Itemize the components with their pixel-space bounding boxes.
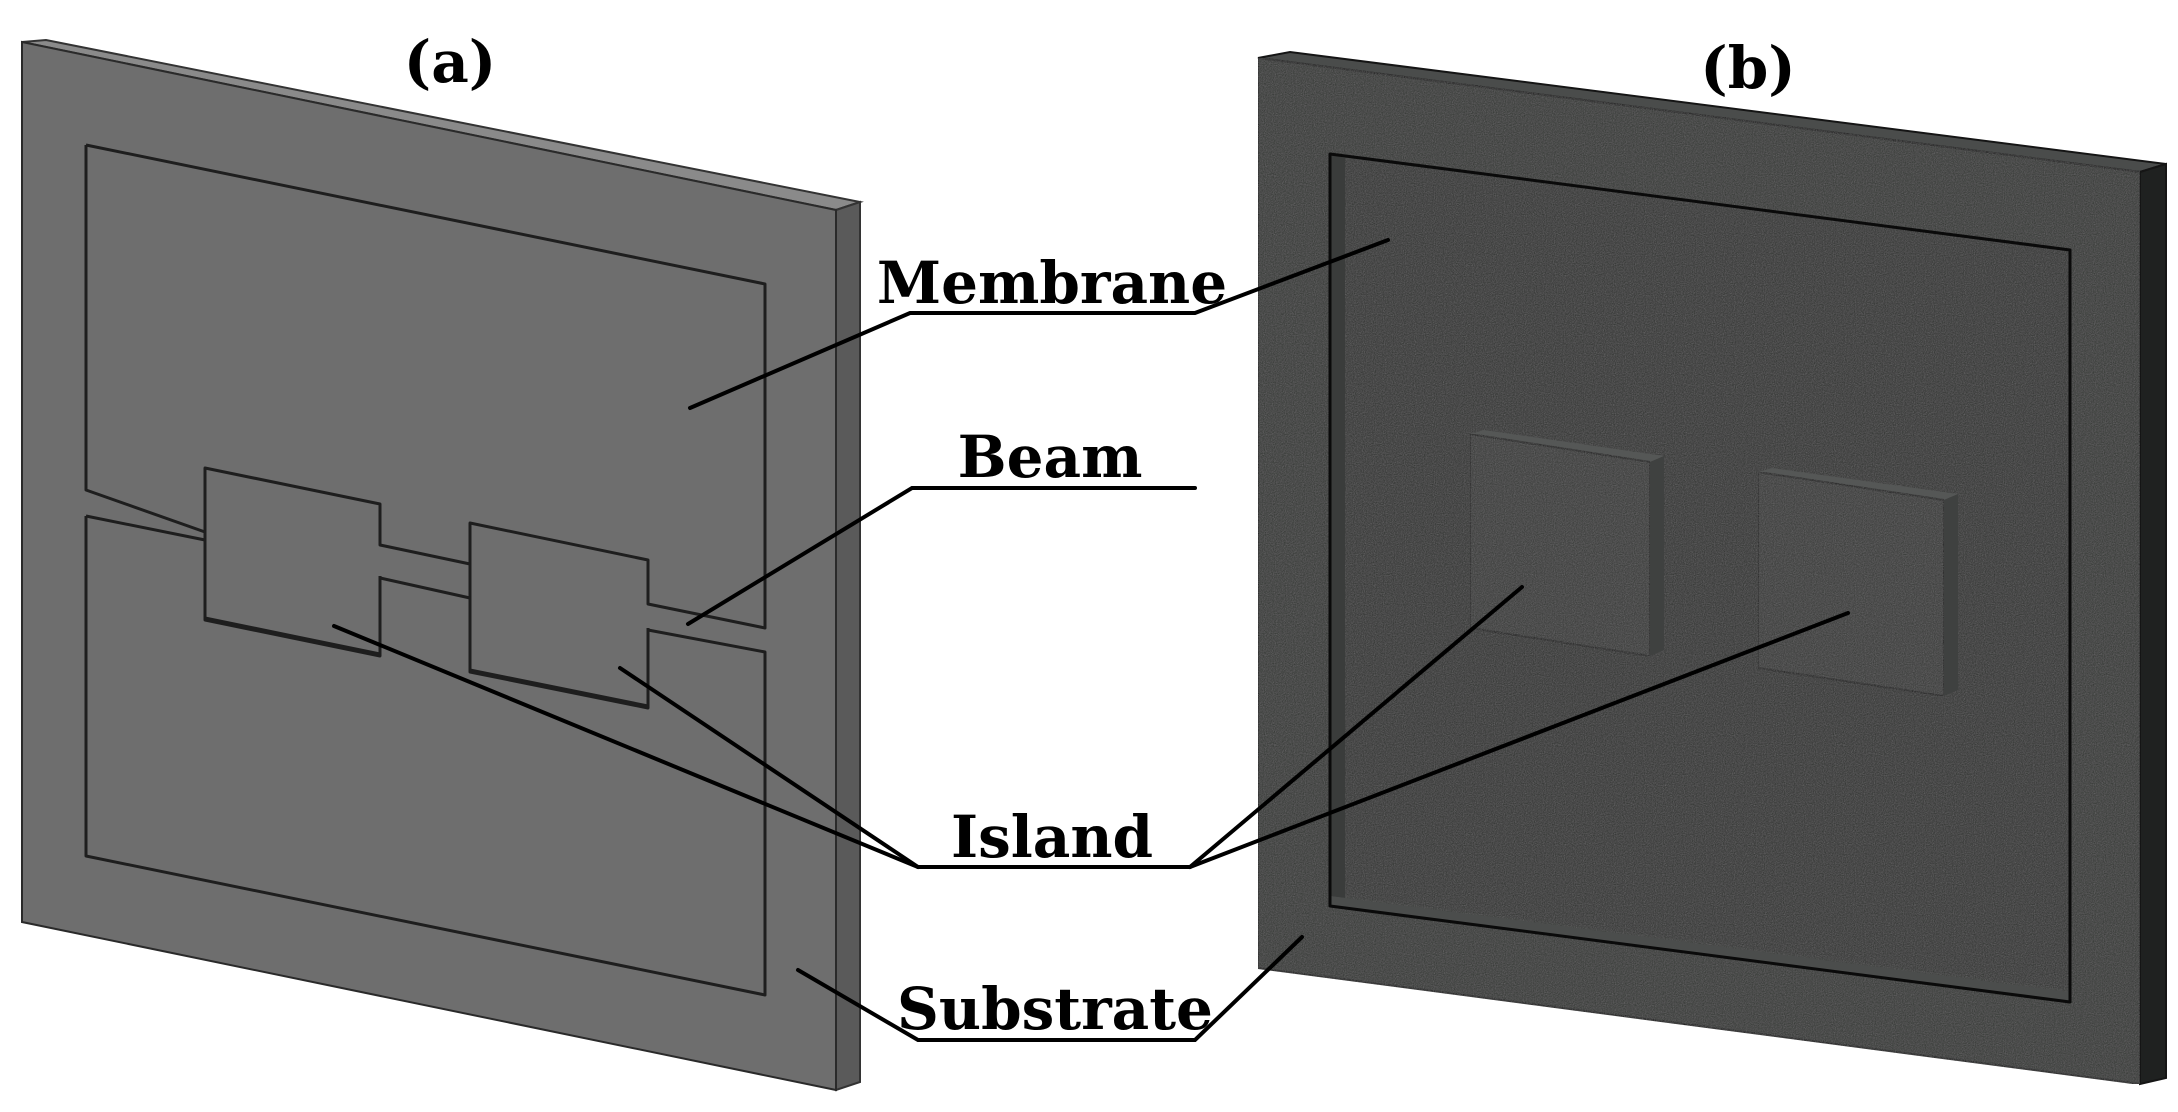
panel-b-model (1257, 50, 2167, 1086)
island-leader-a-right (618, 666, 920, 869)
membrane-b-recess-left-wall (1330, 154, 1345, 898)
panel-a-label: (a) (404, 28, 496, 96)
membrane-b-recess-bottom-wall (1330, 896, 2070, 1002)
membrane-a-lower-outline (84, 514, 767, 997)
island-b-right-side (1944, 494, 1958, 696)
substrate-b-side-edge (2139, 162, 2167, 1086)
membrane-b-outline (1328, 152, 2072, 1004)
island-leader-b-right (1188, 611, 1850, 869)
substrate-a-face (21, 40, 837, 1092)
beam-leader (686, 486, 1197, 626)
island-b-right-face (1757, 470, 1945, 698)
island-b-right-top (1758, 468, 1958, 500)
island-leader-a-left (332, 624, 920, 869)
island-b-left-top (1470, 430, 1664, 462)
island-b-left-face (1469, 432, 1651, 658)
membrane-label: Membrane (877, 249, 1227, 317)
island-label: Island (951, 803, 1153, 871)
leader-lines (332, 238, 1850, 1042)
beam-label: Beam (958, 423, 1143, 491)
substrate-leader (796, 935, 1304, 1042)
panel-a-model (21, 38, 864, 1092)
panel-b-label: (b) (1700, 34, 1795, 102)
substrate-label: Substrate (897, 975, 1213, 1043)
membrane-b-face (1345, 158, 2070, 990)
island-leader-b-left (1188, 585, 1524, 869)
island-b-left-side (1650, 456, 1664, 656)
membrane-leader (688, 238, 1390, 410)
